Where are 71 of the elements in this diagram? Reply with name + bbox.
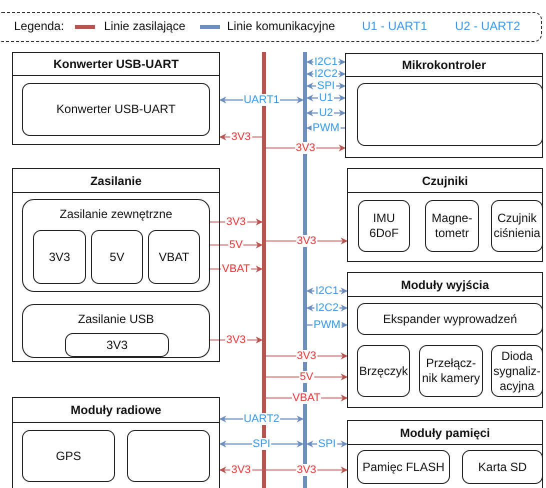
legend-text: Linie komunikacyjne — [227, 19, 336, 33]
edge-label: SPI — [252, 438, 272, 450]
group-frame — [12, 52, 220, 145]
arrow — [266, 352, 348, 360]
module-box: IMU 6DoF — [358, 200, 410, 252]
module-box: Konwerter USB-UART — [22, 83, 210, 136]
module-box: Ekspander wyprowadzeń — [357, 303, 543, 335]
edge-label: 3V3 — [230, 464, 252, 476]
edge-label: U1 — [318, 92, 334, 104]
group-frame — [12, 168, 220, 362]
module-box: 5V — [91, 230, 143, 284]
edge-label: UART2 — [242, 413, 280, 425]
edge-label: 3V3 — [225, 216, 247, 228]
edge-label: I2C2 — [313, 68, 339, 80]
empty-module-box — [127, 430, 210, 482]
group-title: Zasilanie USB — [76, 312, 156, 326]
module-box: 3V3 — [33, 230, 86, 284]
edge-label: VBAT — [292, 392, 322, 404]
empty-module-box — [357, 83, 543, 146]
arrow — [266, 238, 348, 244]
module-box: GPS — [22, 430, 115, 482]
edge-label: 3V3 — [296, 235, 318, 247]
edge-label: 3V3 — [296, 350, 318, 362]
rounded-group-frame — [22, 199, 210, 292]
group-header: Zasilanie — [13, 169, 219, 193]
arrow — [266, 144, 346, 152]
arrow — [210, 242, 263, 248]
rounded-group-frame — [22, 304, 210, 358]
edge-label: UART1 — [242, 94, 280, 106]
legend-note: U2 - UART2 — [455, 19, 520, 33]
legend-note: U1 - UART1 — [362, 19, 428, 33]
edge-label: 5V — [298, 371, 314, 383]
group-frame — [345, 53, 543, 158]
edge-label: 3V3 — [225, 334, 247, 346]
legend-title: Legenda: — [14, 19, 64, 33]
edge-label: VBAT — [221, 263, 251, 275]
edge-label: SPI — [316, 80, 336, 92]
group-header: Moduły pamięci — [348, 421, 542, 445]
edge-label: 3V3 — [230, 131, 252, 143]
edge-label: I2C1 — [313, 56, 339, 68]
group-header: Moduły radiowe — [13, 398, 219, 423]
edge-label: 3V3 — [296, 464, 318, 476]
edge-label: SPI — [317, 438, 337, 450]
group-frame — [347, 272, 543, 408]
arrow — [266, 466, 348, 474]
edge-label: 5V — [228, 239, 244, 251]
edge-label: PWM — [312, 319, 342, 331]
edge-label: I2C2 — [314, 302, 340, 314]
group-header: Czujniki — [348, 169, 542, 193]
group-header: Mikrokontroler — [346, 54, 542, 77]
edge-label: 3V3 — [294, 142, 316, 154]
module-box: Magne- tometr — [425, 200, 479, 252]
group-frame — [347, 420, 543, 488]
module-box: Brzęczyk — [357, 345, 410, 397]
module-box: Przełącz- nik kamery — [419, 345, 483, 397]
module-box: Karta SD — [462, 450, 543, 484]
edge-label: I2C1 — [314, 285, 340, 297]
module-box: VBAT — [148, 230, 200, 284]
module-box: 3V3 — [65, 333, 169, 357]
group-header: Moduły wyjścia — [348, 273, 542, 297]
module-box: Dioda sygnaliz- acyjna — [491, 345, 543, 397]
edge-label: U2 — [318, 107, 334, 119]
module-box: Pamięc FLASH — [357, 450, 450, 484]
group-header: Konwerter USB-UART — [13, 53, 219, 76]
group-frame — [12, 397, 220, 488]
group-title: Zasilanie zewnętrzne — [58, 207, 174, 221]
arrow — [266, 374, 348, 380]
arrow — [219, 440, 304, 448]
group-frame — [347, 168, 543, 262]
legend-text: Linie zasilające — [104, 19, 186, 33]
module-box: Czujnik ciśnienia — [491, 200, 543, 252]
